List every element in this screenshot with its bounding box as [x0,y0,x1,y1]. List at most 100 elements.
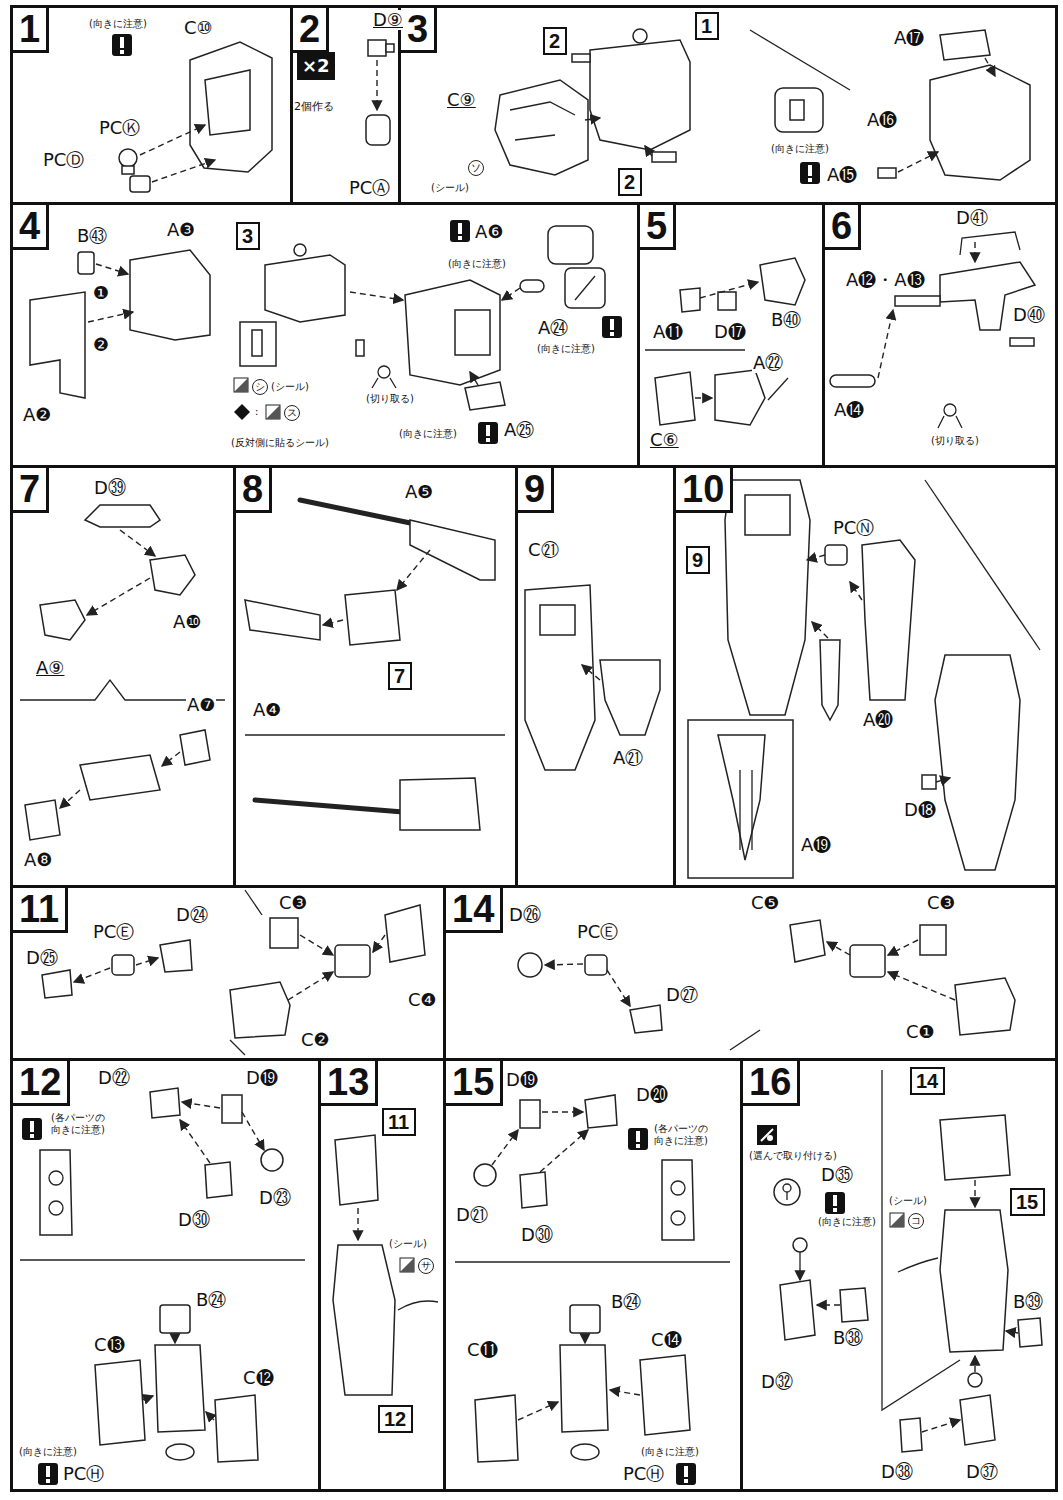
part-outline [715,370,765,425]
part-outline [323,620,343,625]
part-outline [833,1195,837,1206]
part-outline [112,34,132,56]
part-label: PCⒶ [348,178,391,198]
part-outline [684,1479,688,1483]
part-outline [590,40,690,150]
part-outline [540,1130,588,1172]
note-text: (向きに注意) [536,343,596,355]
part-label: C❷ [300,1030,331,1050]
part-outline [398,1301,438,1310]
part-label: D⓲ [903,800,937,820]
part-outline [160,940,192,972]
part-label: PCⒹ [42,150,85,170]
part-outline [676,1463,696,1485]
part-label: C⑨ [446,90,477,110]
part-label: A❸ [166,220,196,240]
part-label: A⓯ [826,165,858,185]
step-number: 2 [293,8,329,53]
part-outline [234,378,248,392]
part-outline [88,312,133,322]
part-outline [205,1162,232,1198]
part-outline [450,220,470,242]
part-label: D㊴ [93,478,127,498]
step-number: 16 [743,1061,800,1106]
part-outline [242,1112,264,1150]
part-outline [1010,338,1034,346]
part-outline [940,30,990,60]
part-outline [245,734,505,735]
part-label: PCⓀ [98,118,141,138]
part-outline [540,605,575,635]
part-outline [602,316,622,338]
part-label: PCⒺ [576,922,619,942]
sticker-code: サ [418,1258,434,1274]
part-label: D㉜ [760,1372,794,1392]
part-outline [20,1259,305,1260]
part-outline [812,622,828,638]
step-reference: 3 [238,224,257,248]
part-outline [1006,1331,1018,1333]
sticker-code: シ [252,379,268,395]
part-outline [850,582,862,600]
part-outline [333,1245,395,1395]
part-outline [645,146,652,156]
part-outline [240,322,276,366]
part-outline [160,1305,190,1333]
step10-parts [688,480,1040,878]
part-label: D⓱ [713,322,747,342]
step12-parts [20,1088,305,1462]
step-number: 9 [518,468,554,513]
part-outline [85,505,160,527]
part-label: D㉟ [820,1165,854,1185]
part-outline [783,1184,791,1192]
part-outline [373,935,385,952]
part-outline [42,970,72,998]
step-reference: 1 [697,14,716,38]
step-panel: 161415 [740,1058,1058,1492]
part-outline [628,1128,648,1150]
part-outline [180,1120,210,1163]
part-outline [520,280,544,292]
part-outline [261,1149,283,1171]
step-number: 11 [13,888,68,933]
part-outline [607,970,630,1006]
part-outline [730,1030,760,1050]
part-outline [475,1395,518,1462]
part-outline [922,1420,960,1432]
part-outline [46,1479,50,1483]
part-outline [140,125,205,155]
part-outline [935,655,1020,870]
part-outline [825,545,847,565]
part-label: C❸ [278,893,309,913]
part-outline [366,115,390,145]
part-outline [458,236,462,240]
step-reference-box: 11 [382,1108,416,1136]
step-reference-box: 12 [378,1405,413,1433]
part-outline [572,54,590,62]
note-text: (選んで取り付ける) [748,1150,838,1162]
quantity-badge: ×2 [297,52,335,80]
part-label: B㊴ [1012,1292,1044,1312]
part-outline [680,288,700,312]
part-outline [575,276,595,300]
note-text: (各パーツの 向きに注意) [50,1112,118,1136]
part-outline [455,310,490,355]
part-label: A❹ [252,700,282,720]
part-outline [122,166,134,174]
part-outline [862,540,915,700]
step-reference-box: 15 [1010,1188,1045,1216]
part-outline [761,1129,773,1141]
part-outline [767,1135,773,1141]
step-reference-box: 1 [695,12,719,40]
part-outline [400,1258,414,1272]
part-outline [119,149,137,167]
part-outline [760,258,805,305]
part-outline [455,1261,730,1262]
step-number: 14 [446,888,503,933]
part-outline [112,955,134,975]
note-text: (切り取る) [365,393,415,405]
step-number: 13 [321,1061,378,1106]
part-outline [465,382,505,410]
part-outline [718,735,765,860]
